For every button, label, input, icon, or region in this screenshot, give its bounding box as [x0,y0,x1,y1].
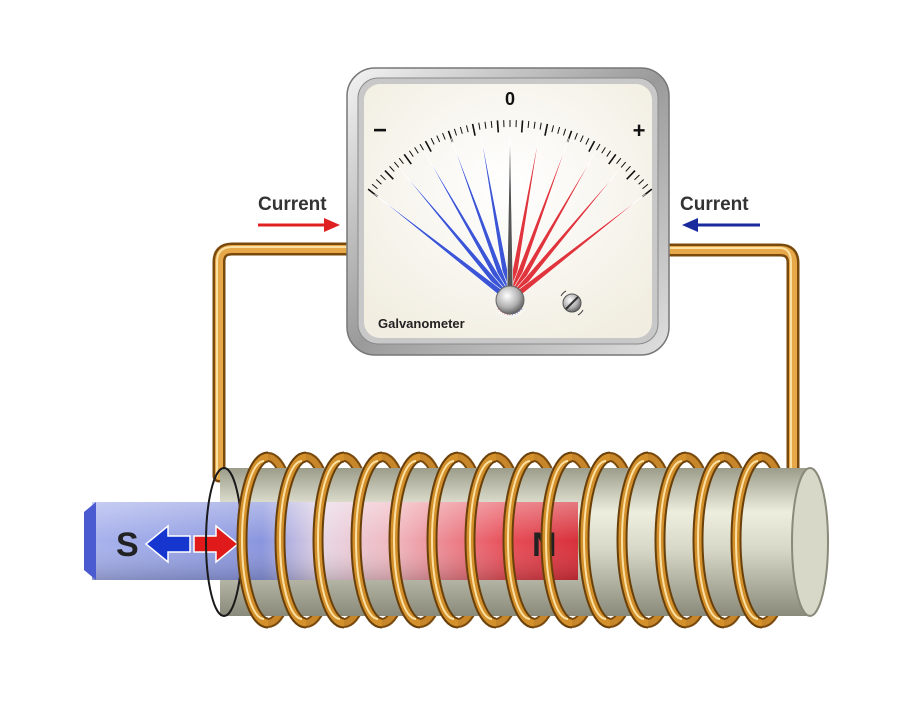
bar-magnet: S N [84,502,578,580]
scale-tick [574,132,578,140]
circuit-wires [212,242,800,611]
magnet-right-arrow [193,524,240,564]
coil-loop-front [426,451,459,629]
scale-tick [384,169,394,180]
coil-loop-front [274,451,307,629]
left-current-indicator: Current [258,194,340,232]
left-wire [212,242,359,483]
coil-loop-front [540,451,573,629]
scale-tick [638,179,645,185]
galvanometer-face [364,84,652,338]
scale-tick [551,125,555,133]
needle-pivot [495,285,525,315]
positive-needle [506,130,541,318]
scale-tick [375,179,382,185]
positive-needle [500,150,597,316]
scale-tick [393,161,400,168]
scale-tick [544,123,549,136]
scale-tick [642,183,649,190]
coil-loop-front [578,451,611,629]
scale-tick [419,143,424,151]
scale-tick [478,122,481,130]
coil-loop-front [502,451,535,629]
magnet-left-arrow [144,524,191,564]
scale-tick [465,125,469,133]
scale-tick [520,120,524,133]
right-current-label: Current [680,194,749,215]
scale-plus-label: + [633,118,646,143]
scale-tick [620,161,627,168]
galvanometer: 0 − + Galvanometer [346,67,670,356]
left-current-arrow [324,218,340,232]
galvanometer-title: Galvanometer [378,316,465,331]
left-current-label: Current [258,194,327,215]
coil-loop-front [388,451,421,629]
scale-tick [490,120,493,128]
coil-loop-front [692,451,725,629]
scale-tick [625,165,631,172]
scale-minus-label: − [373,117,387,144]
coil-front [236,451,763,629]
scale-ticks [367,120,653,198]
scale-tick [436,135,441,143]
negative-needle [479,130,514,318]
scale-tick [496,120,500,133]
coil-loop-front [312,451,345,629]
scale-tick [539,122,542,130]
scale-tick [380,174,386,181]
scale-tick [398,157,404,164]
coil-loop-front [236,451,269,629]
positive-needle [495,193,646,312]
scale-tick [596,143,601,151]
center-needle [506,127,514,319]
scale-tick [430,137,435,145]
coil-loop-front [350,451,383,629]
galvanometer-needles [374,127,646,319]
scale-tick [442,132,446,140]
positive-needle [503,138,570,318]
right-current-arrow [682,218,698,232]
scale-tick [459,126,463,134]
scale-tick [527,120,530,128]
negative-needle [374,193,525,312]
scale-tick [557,126,561,134]
coil-loop-front [464,451,497,629]
coil-loop-front [616,451,649,629]
scale-tick [424,140,432,153]
scale-tick [389,165,395,172]
scale-tick [453,128,458,136]
scale-tick [533,121,536,129]
negative-needle [423,150,520,316]
coil-loop-front [730,451,763,629]
right-current-indicator: Current [680,194,760,232]
scale-tick [408,150,414,157]
negative-needle [399,168,522,315]
scale-tick [634,174,640,181]
scale-tick [414,147,419,154]
scale-tick [626,169,636,180]
screw-icon[interactable] [560,290,584,316]
scale-tick [403,153,412,165]
scale-tick [371,183,378,190]
scale-zero-label: 0 [505,89,515,109]
positive-needle [498,168,621,315]
scale-tick [616,157,622,164]
scale-tick [608,153,617,165]
scale-tick [471,123,476,136]
scale-tick [606,150,612,157]
negative-needle [450,138,517,318]
scale-tick [562,128,567,136]
scale-tick [585,137,590,145]
scale-tick [588,140,596,153]
scale-tick [484,121,487,129]
coil-loop-front [654,451,687,629]
scale-tick [601,147,606,154]
magnet-south-end [84,502,96,580]
scale-tick [579,135,584,143]
south-pole-label: S [116,526,139,564]
